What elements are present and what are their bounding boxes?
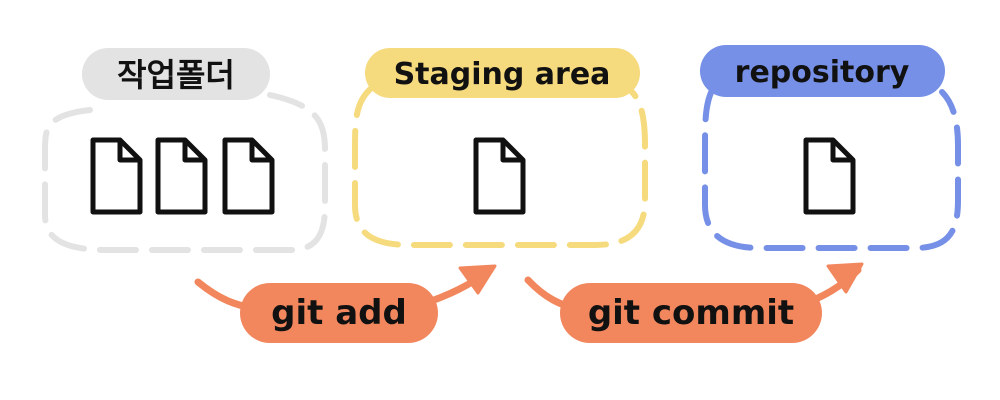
area-staging: Staging area bbox=[352, 48, 648, 248]
working-folder-files bbox=[90, 137, 275, 215]
repository-files bbox=[803, 137, 856, 215]
file-icon bbox=[155, 137, 208, 215]
file-icon bbox=[473, 137, 526, 215]
git-commit-arrowhead-icon bbox=[826, 262, 864, 294]
command-git-add: git add bbox=[194, 264, 497, 343]
git-commit-label: git commit bbox=[588, 293, 794, 333]
staging-label-pill bbox=[365, 48, 640, 98]
working-folder-label-pill bbox=[82, 48, 270, 100]
file-icon bbox=[222, 137, 275, 215]
git-add-label: git add bbox=[271, 293, 407, 333]
staging-label: Staging area bbox=[394, 57, 611, 92]
staging-dashed-border bbox=[352, 82, 648, 248]
working-folder-dashed-border bbox=[42, 92, 328, 253]
repository-dashed-border bbox=[702, 82, 961, 251]
file-icon bbox=[90, 137, 143, 215]
git-add-pill bbox=[240, 283, 438, 343]
area-working-folder: 작업폴더 bbox=[42, 48, 328, 253]
working-folder-label: 작업폴더 bbox=[117, 56, 235, 94]
area-repository: repository bbox=[700, 45, 961, 251]
command-git-commit: git commit bbox=[524, 262, 864, 343]
git-add-arrowhead-icon bbox=[458, 264, 497, 295]
file-icon bbox=[803, 137, 856, 215]
git-commit-pill bbox=[560, 283, 822, 343]
repository-label-pill bbox=[700, 45, 945, 97]
staging-files bbox=[473, 137, 526, 215]
repository-label: repository bbox=[735, 55, 910, 90]
